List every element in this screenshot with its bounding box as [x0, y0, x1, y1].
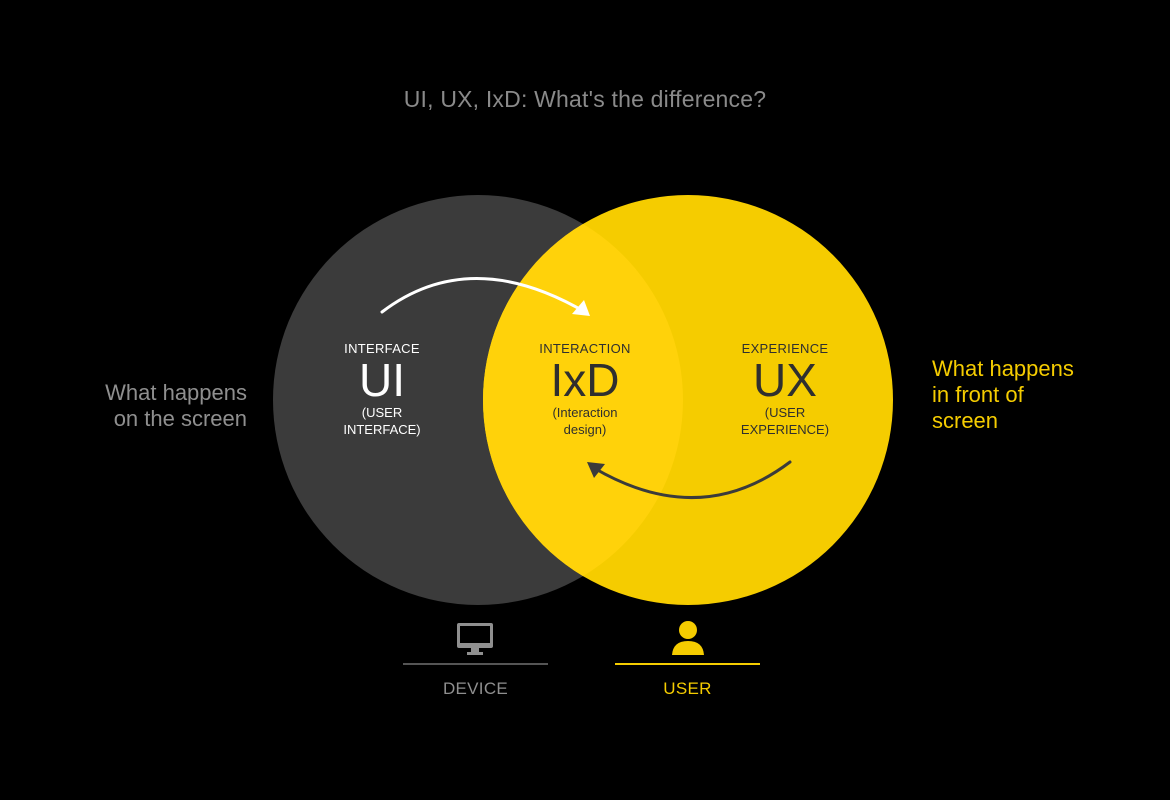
ui-label-top: INTERFACE	[344, 341, 420, 356]
ixd-label-sub-1: (Interaction	[552, 405, 618, 420]
ixd-label-top: INTERACTION	[539, 341, 631, 356]
monitor-icon	[456, 622, 494, 661]
ux-label-big: UX	[753, 354, 817, 406]
device-divider	[403, 663, 548, 665]
ux-label-sub-2: EXPERIENCE)	[740, 422, 830, 437]
ux-label-group: EXPERIENCE UX (USER EXPERIENCE)	[715, 341, 855, 438]
page-title: UI, UX, IxD: What's the difference?	[403, 86, 767, 112]
left-description-line-2: on the screen	[113, 406, 247, 431]
device-caption: DEVICE	[442, 679, 509, 698]
arrow-ux-to-ixd	[592, 460, 792, 500]
user-caption: USER	[663, 679, 712, 698]
arrow-ui-to-ixd-head	[572, 300, 590, 316]
user-icon	[671, 620, 705, 661]
arrow-ux-to-ixd-head	[587, 462, 605, 478]
user-divider	[615, 663, 760, 665]
ui-label-sub-2: INTERFACE)	[343, 422, 421, 437]
arrow-ui-to-ixd	[380, 277, 587, 314]
ui-label-sub-1: (USER	[361, 405, 403, 420]
right-description-line-1: What happens	[932, 356, 1074, 381]
right-description: What happens in front of screen	[932, 356, 1132, 434]
right-description-line-2: in front of	[932, 382, 1024, 407]
ixd-label-sub-2: design)	[563, 422, 607, 437]
ixd-label-group: INTERACTION IxD (Interaction design)	[515, 341, 655, 438]
ixd-label-big: IxD	[550, 354, 620, 406]
left-description: What happens on the screen	[105, 380, 247, 432]
ui-label-group: INTERFACE UI (USER INTERFACE)	[322, 341, 442, 438]
left-description-line-1: What happens	[105, 380, 247, 405]
ux-label-sub-1: (USER	[764, 405, 806, 420]
right-description-line-3: screen	[932, 408, 999, 433]
ui-label-big: UI	[359, 354, 405, 406]
ux-label-top: EXPERIENCE	[741, 341, 829, 356]
overlap-region	[483, 195, 683, 605]
